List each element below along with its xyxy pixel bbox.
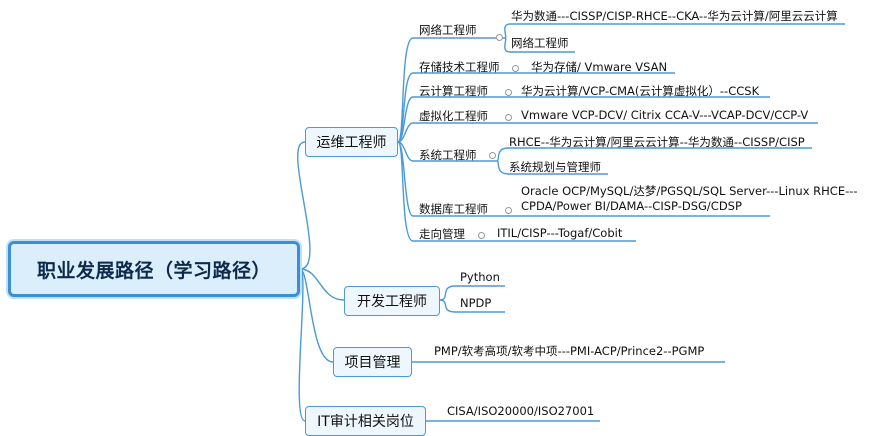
sub-network-engineer[interactable]: 网络工程师 [419, 23, 477, 37]
collapse-dot-icon[interactable] [505, 114, 512, 121]
leaf-npdp: NPDP [460, 296, 492, 310]
root-label: 职业发展路径（学习路径） [36, 259, 271, 282]
branch-label: IT审计相关岗位 [317, 414, 414, 430]
sub-virtualization-engineer[interactable]: 虚拟化工程师 [419, 109, 488, 123]
branch-it-audit[interactable]: IT审计相关岗位 [305, 406, 426, 436]
sub-storage-engineer[interactable]: 存储技术工程师 [419, 60, 500, 74]
branch-label: 项目管理 [344, 355, 401, 371]
collapse-dot-icon[interactable] [489, 152, 496, 159]
leaf-management-path: ITIL/CISP---Togaf/Cobit [497, 226, 623, 240]
root-node[interactable]: 职业发展路径（学习路径） [8, 241, 300, 297]
branch-dev-engineer[interactable]: 开发工程师 [344, 286, 440, 316]
leaf-audit-path: CISA/ISO20000/ISO27001 [447, 404, 595, 418]
collapse-dot-icon[interactable] [496, 34, 503, 41]
leaf-system-planner: 系统规划与管理师 [509, 160, 601, 174]
leaf-network-engineer: 网络工程师 [511, 36, 569, 50]
leaf-python: Python [460, 270, 500, 284]
leaf-database-path: Oracle OCP/MySQL/达梦/PGSQL/SQL Server---L… [521, 184, 858, 213]
leaf-system-path: RHCE--华为云计算/阿里云云计算--华为数通--CISSP/CISP [509, 135, 805, 149]
branch-label: 运维工程师 [316, 135, 387, 151]
collapse-dot-icon[interactable] [505, 207, 512, 214]
branch-label: 开发工程师 [357, 294, 427, 310]
sub-toward-management[interactable]: 走向管理 [419, 227, 465, 241]
leaf-cloud-path: 华为云计算/VCP-CMA(云计算虚拟化）--CCSK [521, 84, 760, 98]
branch-project-management[interactable]: 项目管理 [333, 347, 412, 377]
sub-cloud-engineer[interactable]: 云计算工程师 [419, 84, 488, 98]
collapse-dot-icon[interactable] [505, 89, 512, 96]
sub-system-engineer[interactable]: 系统工程师 [419, 148, 477, 162]
leaf-project-path: PMP/软考高项/软考中项---PMI-ACP/Prince2--PGMP [434, 344, 705, 358]
leaf-network-path: 华为数通---CISSP/CISP-RHCE--CKA--华为云计算/阿里云云计… [511, 9, 838, 23]
branch-ops-engineer[interactable]: 运维工程师 [305, 127, 398, 157]
leaf-storage-path: 华为存储/ Vmware VSAN [531, 60, 668, 74]
sub-database-engineer[interactable]: 数据库工程师 [419, 202, 488, 216]
leaf-virtualization-path: Vmware VCP-DCV/ Citrix CCA-V---VCAP-DCV/… [521, 108, 809, 122]
collapse-dot-icon[interactable] [478, 232, 485, 239]
collapse-dot-icon[interactable] [512, 65, 519, 72]
